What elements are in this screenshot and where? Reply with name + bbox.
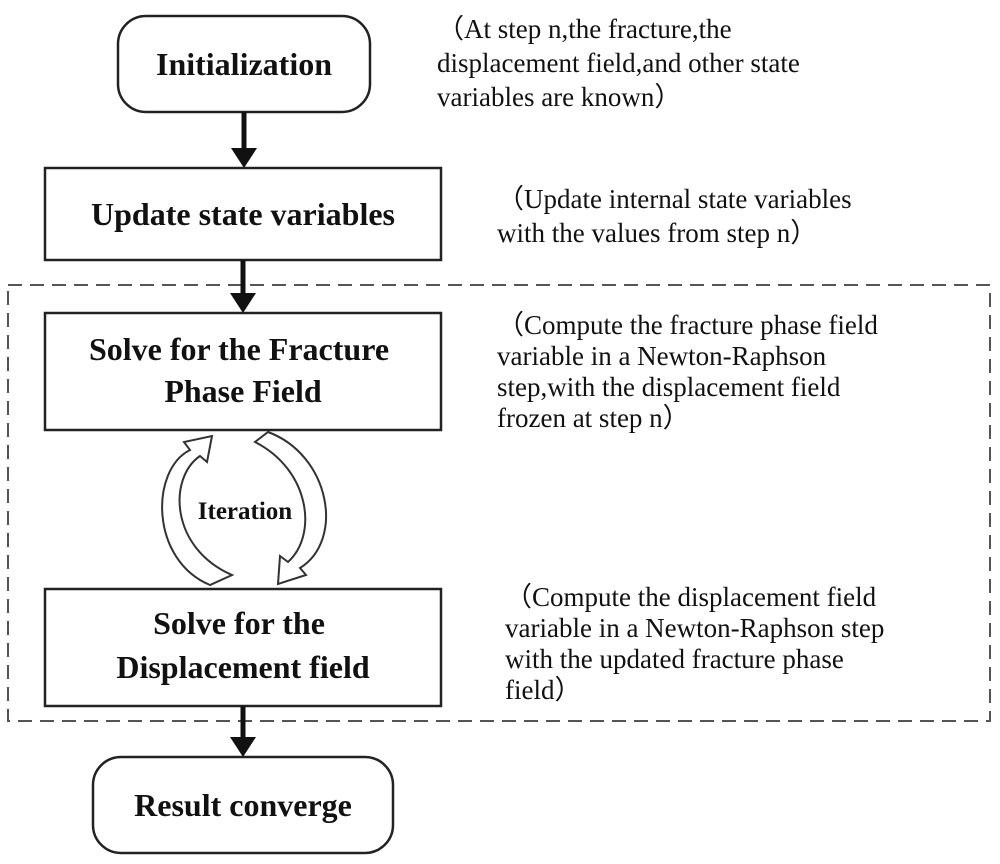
- note-initialization: （At step n,the fracture,the displacement…: [437, 14, 807, 112]
- right-iteration-arrow: [253, 430, 328, 586]
- displacement-label: Solve for the Displacement field: [116, 605, 370, 685]
- arrowhead-init-to-update: [231, 148, 257, 168]
- fracture-phase-label: Solve for the Fracture Phase Field: [89, 331, 397, 409]
- note-fracture-phase: （Compute the fracture phase field variab…: [497, 310, 885, 433]
- note-displacement: （Compute the displacement field variable…: [505, 582, 891, 705]
- iteration-region-border: [7, 284, 991, 722]
- arrowhead-update-to-phase: [230, 293, 256, 313]
- update-state-label: Update state variables: [91, 196, 395, 232]
- note-update-state: （Update internal state variables with th…: [497, 184, 858, 248]
- left-iteration-arrow: [161, 434, 235, 587]
- update-state-box: [43, 166, 443, 262]
- iteration-label: Iteration: [198, 498, 293, 525]
- initialization-label: Initialization: [156, 46, 332, 82]
- result-converge-label: Result converge: [134, 787, 352, 823]
- fracture-phase-box: [43, 311, 443, 432]
- arrowhead-disp-to-converge: [230, 737, 256, 757]
- iteration-cycle-icon: [161, 430, 328, 587]
